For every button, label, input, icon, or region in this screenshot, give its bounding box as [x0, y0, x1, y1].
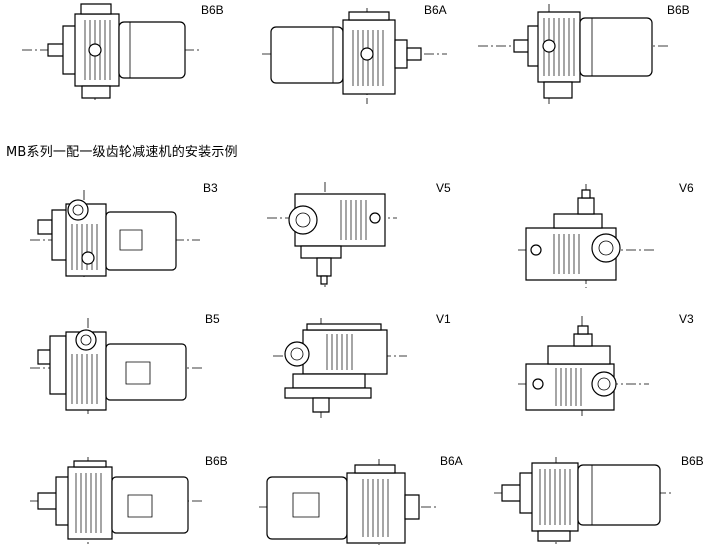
mount-figure-r1-1: B3: [0, 180, 237, 288]
mount-figure-r3-3: B6B: [474, 437, 711, 545]
vertical-reducer-motor-drawing: [237, 180, 474, 288]
mount-code-label: V3: [679, 312, 694, 326]
mount-figure-r1-3: V6: [474, 180, 711, 288]
mount-code-label: B6B: [205, 454, 228, 468]
horizontal-reducer-motor-drawing: [0, 0, 237, 108]
mount-code-label: V5: [436, 181, 451, 195]
horizontal-reducer-motor-drawing: [0, 310, 237, 418]
mount-figure-r3-2: B6A: [237, 437, 474, 545]
horizontal-reducer-motor-drawing: [474, 437, 711, 545]
mount-code-label: V6: [679, 181, 694, 195]
mount-code-label: B6B: [201, 3, 224, 17]
mount-figure-r2-1: B5: [0, 310, 237, 418]
mount-code-label: B6B: [667, 3, 690, 17]
horizontal-reducer-motor-drawing: [474, 0, 711, 108]
mount-figure-r1-2: V5: [237, 180, 474, 288]
mount-code-label: B6A: [424, 3, 447, 17]
horizontal-reducer-motor-drawing: [0, 180, 237, 288]
mount-code-label: B5: [205, 312, 220, 326]
mount-figure-r2-3: V3: [474, 310, 711, 418]
horizontal-reducer-motor-drawing: [237, 437, 474, 545]
vertical-reducer-motor-drawing: [474, 180, 711, 288]
mount-figure-r3-1: B6B: [0, 437, 237, 545]
horizontal-reducer-motor-drawing: [0, 437, 237, 545]
mount-code-label: V1: [436, 312, 451, 326]
mount-figure-top-2: B6A: [237, 0, 474, 108]
horizontal-reducer-motor-drawing: [237, 0, 474, 108]
diagram-heading: MB系列一配一级齿轮减速机的安装示例: [6, 145, 238, 160]
mount-code-label: B6A: [440, 454, 463, 468]
mount-figure-r2-2: V1: [237, 310, 474, 418]
mount-figure-top-3: B6B: [474, 0, 711, 108]
mount-figure-top-1: B6B: [0, 0, 237, 108]
vertical-reducer-motor-drawing: [237, 310, 474, 418]
vertical-reducer-motor-drawing: [474, 310, 711, 418]
mount-code-label: B3: [203, 181, 218, 195]
mount-code-label: B6B: [681, 454, 704, 468]
